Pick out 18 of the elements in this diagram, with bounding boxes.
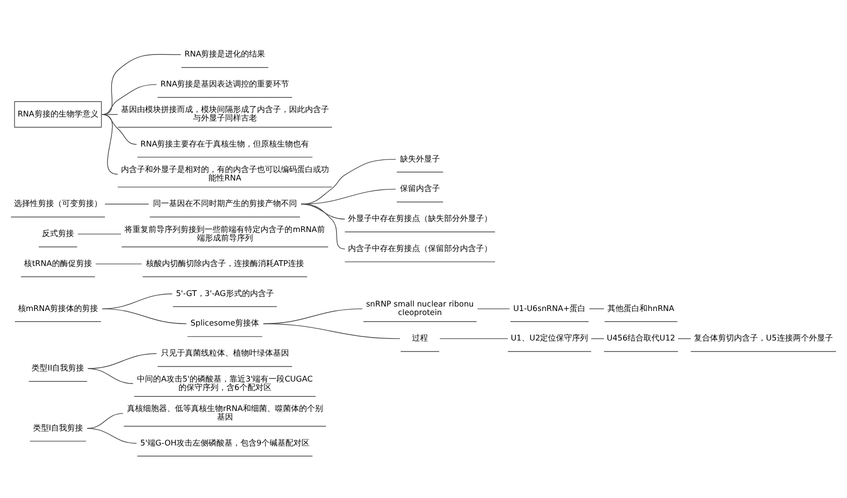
connector: [102, 114, 118, 175]
connector: [88, 353, 157, 369]
connector: [88, 368, 134, 384]
connector: [102, 114, 118, 115]
connector: [102, 54, 182, 115]
connector: [102, 308, 187, 324]
connector: [678, 338, 692, 340]
connector: [300, 204, 346, 250]
connector: [102, 114, 137, 145]
connector: [300, 158, 396, 204]
connector: [590, 338, 604, 340]
connector: [262, 323, 400, 340]
connector: [300, 188, 396, 204]
connector: [86, 428, 137, 444]
connector: [477, 308, 510, 310]
connector: [440, 338, 508, 340]
connector: [102, 84, 157, 115]
connector: [589, 308, 604, 310]
